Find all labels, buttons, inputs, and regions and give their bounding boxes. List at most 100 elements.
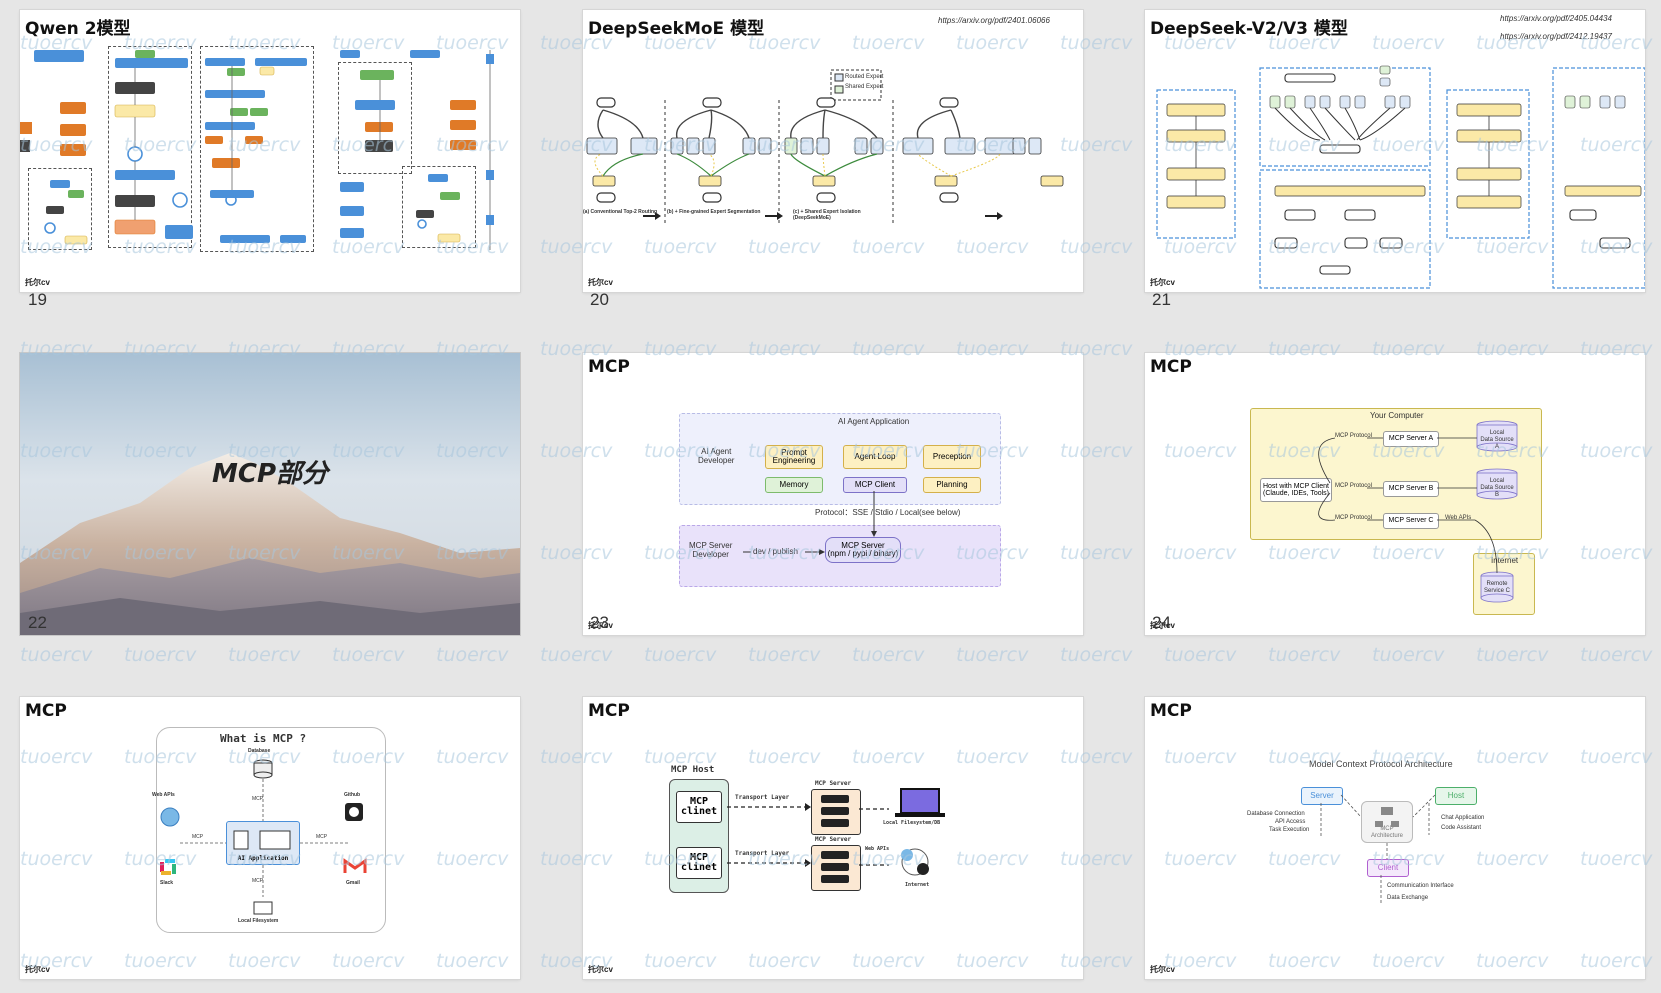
watermark-text: tuoercv: [332, 644, 405, 666]
server-a-box: MCP Server A: [1383, 431, 1439, 447]
server-box: Server: [1301, 787, 1343, 805]
watermark-text: tuoercv: [20, 644, 93, 666]
slide-number-20: 20: [590, 290, 609, 309]
server-note-1: Database Connection: [1247, 811, 1305, 817]
your-computer-label: Your Computer: [1370, 411, 1424, 420]
mountain-background: [20, 353, 520, 635]
web-apis-label: Web APIs: [152, 792, 175, 798]
protocol-label: Protocol：SSE / Stdio / Local(see below): [815, 508, 961, 517]
caption-shared-expert: (c) + Shared Expert Isolation (DeepSeekM…: [793, 209, 861, 221]
mcp-client-1: MCP clinet: [676, 791, 722, 823]
paper-url-v2: https://arxiv.org/pdf/2405.04434: [1500, 14, 1612, 23]
slide-logo: 托尔cv: [1150, 965, 1175, 974]
watermark-text: tuoercv: [748, 644, 821, 666]
slide-logo: 托尔cv: [588, 621, 613, 630]
app-title: AI Agent Application: [838, 417, 910, 426]
database-label: Database: [248, 748, 271, 754]
slide-thumbnail-23[interactable]: MCP AI Agent Application AI Agent Develo…: [583, 353, 1083, 635]
slide-thumbnail-27[interactable]: MCP Model Context Protocol Architecture …: [1145, 697, 1645, 979]
architecture-heading: Model Context Protocol Architecture: [1309, 759, 1453, 769]
slide-logo: 托尔cv: [25, 278, 50, 287]
mcp-client-2: MCP clinet: [676, 847, 722, 879]
slide-logo: 托尔cv: [588, 278, 613, 287]
publish-label: dev / publish: [753, 547, 798, 556]
slide-thumbnail-25[interactable]: MCP What is MCP ? AI Application Databas…: [20, 697, 520, 979]
architecture-connectors: [1320, 794, 1436, 903]
mlp-frame-2: [402, 166, 476, 248]
mcp-link-left: MCP: [192, 834, 204, 840]
local-data-source-b: Local Data Source B: [1480, 478, 1514, 498]
github-label: Github: [344, 792, 361, 798]
agent-loop-box: Agent Loop: [843, 445, 907, 469]
mlp-frame: [28, 168, 92, 250]
slide-title: MCP: [25, 701, 67, 721]
slide-title: Qwen 2模型: [25, 19, 131, 39]
host-box: Host: [1435, 787, 1477, 805]
watermark-text: tuoercv: [644, 644, 717, 666]
agent-developer: AI Agent Developer: [698, 447, 735, 466]
mcp-hub-icons: [160, 759, 367, 915]
client-note-1: Communication Interface: [1387, 883, 1454, 889]
watermark-text: tuoercv: [1268, 644, 1341, 666]
slide-thumbnail-24[interactable]: MCP Your Computer Internet Host with MCP…: [1145, 353, 1645, 635]
paper-url: https://arxiv.org/pdf/2401.06066: [938, 16, 1050, 25]
server-c-box: MCP Server C: [1383, 513, 1439, 529]
mcp-host-label: MCP Host: [671, 765, 715, 775]
watermark-text: tuoercv: [1164, 644, 1237, 666]
slide-title: MCP: [588, 701, 630, 721]
slide-number-24: 24: [1152, 613, 1171, 632]
server-note-2: API Access: [1275, 819, 1306, 825]
watermark-text: tuoercv: [540, 644, 613, 666]
client-box: Client: [1367, 859, 1409, 877]
watermark-text: tuoercv: [1476, 644, 1549, 666]
slide-thumbnail-26[interactable]: MCP MCP Host MCP clinet MCP clinet Trans…: [583, 697, 1083, 979]
watermark-text: tuoercv: [1060, 644, 1133, 666]
watermark-text: tuoercv: [228, 644, 301, 666]
slide-title: MCP: [588, 357, 630, 377]
deepseek-v2-v3-architecture: [1156, 65, 1645, 289]
protocol-label-c: MCP Protocol: [1335, 515, 1372, 521]
slide-logo: 托尔cv: [588, 965, 613, 974]
slack-label: Slack: [160, 880, 174, 886]
section-title: MCP部分: [211, 459, 328, 489]
laptop-icon: [895, 788, 945, 817]
qwen-architecture-diagram: [20, 50, 494, 250]
web-apis-label: Web APIs: [865, 846, 890, 852]
mcp-server-label-1: MCP Server: [815, 780, 852, 787]
slide-title: MCP: [1150, 701, 1192, 721]
protocol-label-b: MCP Protocol: [1335, 483, 1372, 489]
watermark-text: tuoercv: [1372, 644, 1445, 666]
host-note-1: Chat Application: [1441, 815, 1485, 821]
slide-number-19: 19: [28, 290, 47, 309]
slide-thumbnail-22[interactable]: MCP部分: [20, 353, 520, 635]
protocol-label-a: MCP Protocol: [1335, 433, 1372, 439]
slide-logo: 托尔cv: [25, 965, 50, 974]
deepseekmoe-routing-diagram: [586, 69, 1064, 225]
perception-box: Preception: [923, 445, 981, 469]
local-data-source-a: Local Data Source A: [1480, 430, 1514, 450]
web-apis-label: Web APIs: [1445, 515, 1472, 521]
watermark-text: tuoercv: [852, 644, 925, 666]
caption-fine-grained: (b) + Fine-grained Expert Segmentation: [667, 209, 761, 215]
slide-number-22: 22: [28, 613, 47, 632]
mcp-link-top: MCP: [252, 796, 264, 802]
slide-title: DeepSeekMoE 模型: [588, 19, 765, 39]
database-icon: [253, 759, 273, 779]
host-diagram-icons: [727, 788, 945, 883]
slide-title: DeepSeek-V2/V3 模型: [1150, 19, 1348, 39]
slide-thumbnail-21[interactable]: DeepSeek-V2/V3 模型 https://arxiv.org/pdf/…: [1145, 10, 1645, 292]
attn-frame: [200, 46, 314, 252]
slide-logo: 托尔cv: [1150, 278, 1175, 287]
slide-thumbnail-19[interactable]: Qwen 2模型: [20, 10, 520, 292]
mcp-client-box: MCP Client: [843, 477, 907, 493]
internet-cloud-icon: [901, 848, 929, 876]
computer-diagram-shapes: [1318, 420, 1518, 603]
memory-box: Memory: [765, 477, 823, 493]
slide-title: MCP: [1150, 357, 1192, 377]
slide-logo: 托尔cv: [1150, 621, 1175, 630]
server-note-3: Task Execution: [1269, 827, 1310, 833]
mcp-server-box: MCP Server (npm / pypi / binary): [825, 537, 901, 563]
caption-conventional: (a) Conventional Top-2 Routing: [583, 209, 658, 215]
server-b-box: MCP Server B: [1383, 481, 1439, 497]
slide-thumbnail-20[interactable]: DeepSeekMoE 模型 https://arxiv.org/pdf/240…: [583, 10, 1083, 292]
